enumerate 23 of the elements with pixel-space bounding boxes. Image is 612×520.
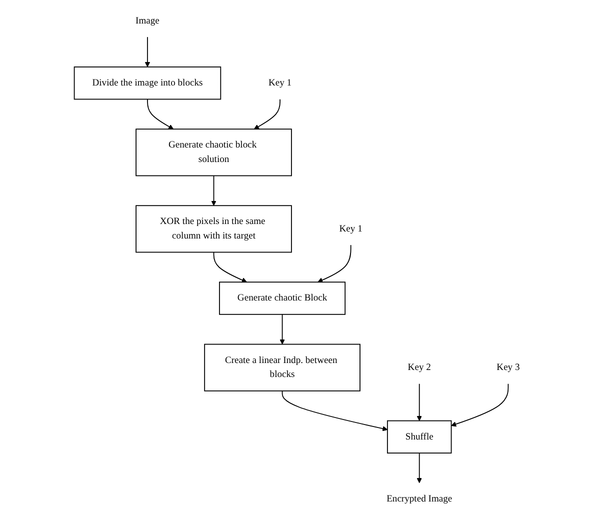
arrow [318,244,352,283]
node-box: Shuffle [387,420,452,454]
node-box: Generate chaotic block solution [136,128,292,176]
arrow [416,383,422,422]
arrow [280,314,285,345]
arrow [416,452,422,484]
node-box: Create a linear Indp. between blocks [204,344,360,392]
node-box: XOR the pixels in the same column with its target [136,205,292,253]
node-text: Key 1 [339,224,362,234]
arrow [213,252,247,283]
node-text: Key 2 [408,362,431,372]
arrow [211,175,216,206]
node-text: Encrypted Image [386,494,452,504]
node-text: Image [136,16,160,26]
arrow [144,36,150,68]
arrow [254,98,280,130]
node-box: Generate chaotic Block [219,282,346,315]
arrow [282,390,388,432]
arrow [451,383,509,427]
node-text: Key 1 [268,78,292,88]
node-text: Key 3 [496,362,520,372]
arrow [147,98,174,130]
node-box: Divide the image into blocks [74,66,222,100]
